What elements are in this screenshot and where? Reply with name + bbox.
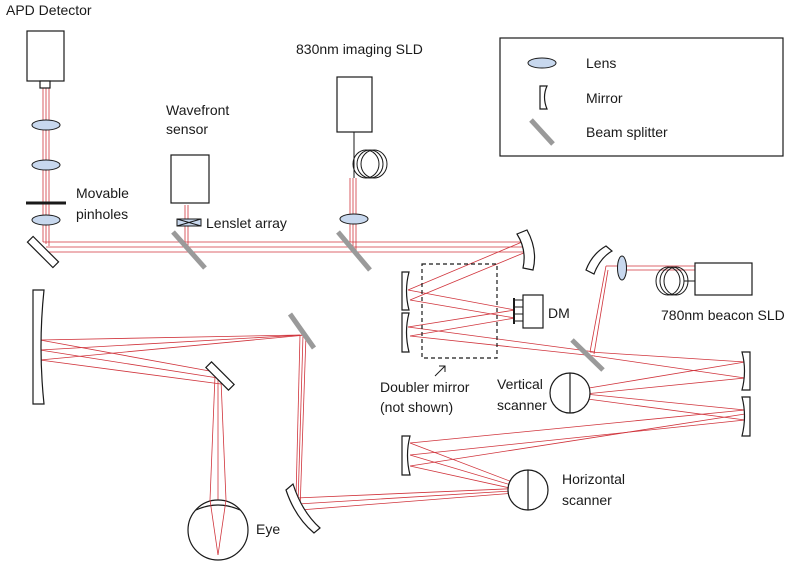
imaging-sld-box <box>336 76 373 133</box>
lens-icon <box>31 159 61 171</box>
horizontal-scanner-icon <box>507 469 549 511</box>
fold-mirror-icon <box>205 361 235 391</box>
wavefront-sensor-label-1: Wavefront <box>166 102 229 118</box>
fiber-coil-icon <box>655 266 695 296</box>
horizontal-scanner-label-1: Horizontal <box>562 471 625 487</box>
doubler-mirror-box <box>421 263 498 359</box>
beam-splitter-icon <box>287 312 317 350</box>
mirror-icon <box>741 351 751 391</box>
mirror-icon <box>285 482 321 534</box>
beacon-sld-box <box>694 262 753 296</box>
wavefront-sensor-label-2: sensor <box>166 121 208 137</box>
mirror-icon <box>401 312 410 353</box>
beam-left-vertical <box>295 334 307 511</box>
legend-label-lens: Lens <box>586 55 616 71</box>
beam-to-left-mirror <box>39 334 307 385</box>
wavefront-sensor-box <box>170 154 210 204</box>
fiber-coil-icon <box>352 132 388 179</box>
mirror-icon <box>32 289 45 405</box>
beam-splitter-icon <box>529 118 555 146</box>
mirror-icon <box>539 85 548 110</box>
beacon-sld-label: 780nm beacon SLD <box>661 307 785 323</box>
doubler-mirror-label-1: Doubler mirror <box>380 379 470 395</box>
beam-paths <box>39 87 746 556</box>
mirror-icon <box>741 396 751 437</box>
vertical-scanner-label-1: Vertical <box>497 376 543 392</box>
lens-icon <box>617 255 627 281</box>
doubler-arrow-icon <box>434 365 446 377</box>
lenslet-array-label: Lenslet array <box>206 215 287 231</box>
lens-icon <box>31 214 61 226</box>
lens-icon <box>527 57 557 69</box>
imaging-sld-label: 830nm imaging SLD <box>296 41 423 57</box>
deformable-mirror-icon <box>513 294 544 329</box>
dm-label: DM <box>548 305 570 321</box>
horizontal-scanner-label-2: scanner <box>562 492 612 508</box>
mirror-icon <box>516 229 536 271</box>
beam-doubler-zigzag <box>407 241 596 357</box>
vertical-scanner-icon <box>549 372 591 414</box>
eye-label: Eye <box>256 521 280 537</box>
beam-splitter-icon <box>171 230 207 270</box>
eye-icon <box>187 499 249 561</box>
lens-icon <box>339 213 369 225</box>
legend: Lens Mirror Beam splitter <box>499 37 784 157</box>
legend-label-beam-splitter: Beam splitter <box>586 124 668 140</box>
mirror-icon <box>585 245 614 275</box>
lenslet-array-icon <box>176 218 202 227</box>
mirror-icon <box>401 271 410 311</box>
movable-pinholes-label-1: Movable <box>76 185 129 201</box>
apd-detector-box <box>26 30 65 89</box>
beam-splitter-icon <box>570 338 605 372</box>
movable-pinholes-label-2: pinholes <box>76 206 128 222</box>
lens-icon <box>31 119 61 131</box>
fold-mirror-icon <box>26 235 60 269</box>
legend-label-mirror: Mirror <box>586 90 623 106</box>
apd-detector-label: APD Detector <box>6 2 92 18</box>
beam-right-mirrors <box>409 351 746 467</box>
mirror-icon <box>401 435 411 476</box>
beam-splitter-icon <box>336 230 372 272</box>
beam-main-horizontal <box>43 241 526 253</box>
vertical-scanner-label-2: scanner <box>497 397 547 413</box>
doubler-mirror-label-2: (not shown) <box>380 399 453 415</box>
